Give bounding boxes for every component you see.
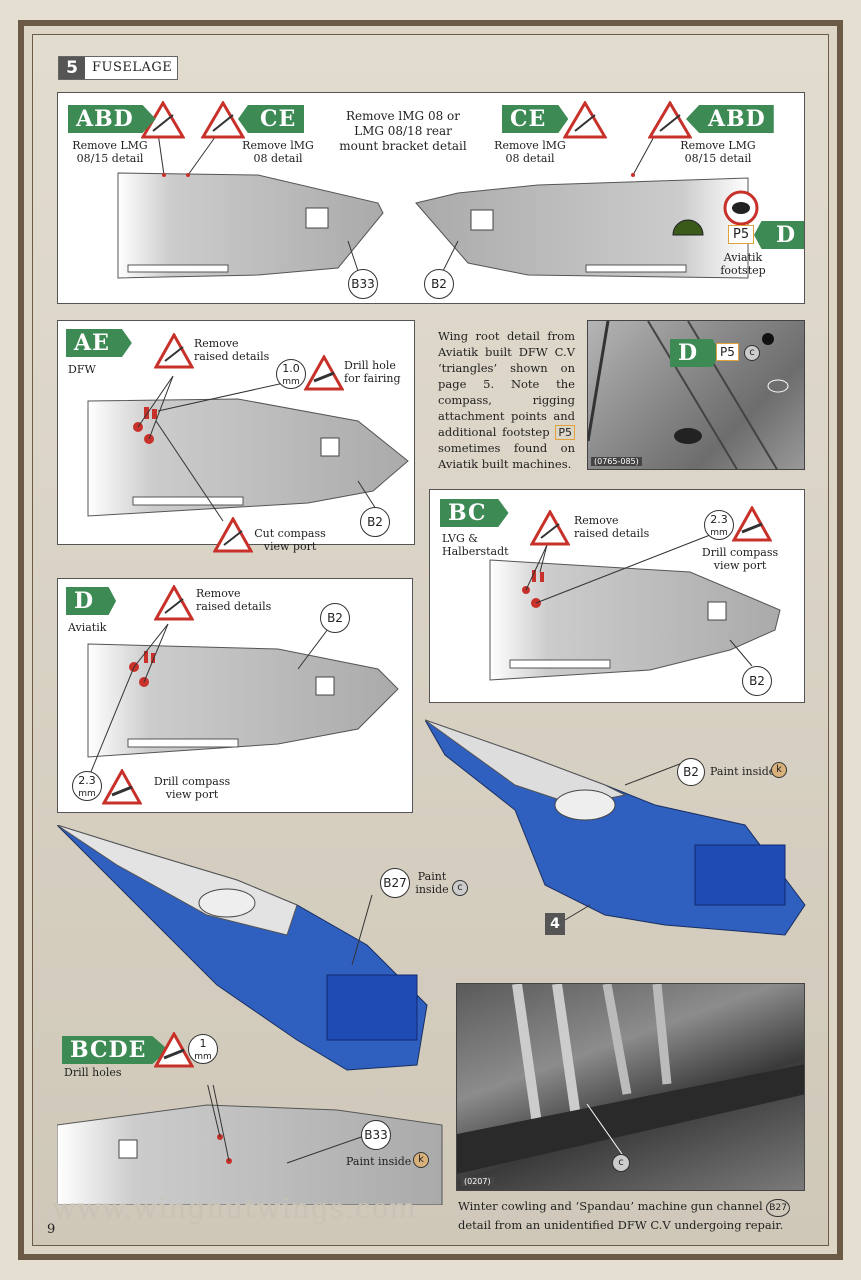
warning-triangle-icon [648, 101, 692, 139]
fuselage-halves-drawing [117, 132, 759, 279]
warning-triangle-icon [154, 333, 194, 369]
version-tag-d: D [66, 587, 117, 615]
aviatik-label: Aviatik [68, 621, 107, 634]
paint-code-c: c [612, 1154, 630, 1172]
version-tag-abd-right: ABD [686, 105, 774, 133]
wing-root-photo: D P5 c (0765-085) [587, 320, 805, 470]
version-tag-abd: ABD [68, 105, 156, 133]
part-b2-callout: B2 [677, 758, 705, 786]
p5-part-label: P5 [555, 425, 575, 440]
remove-lmg-label-right: Remove LMG 08/15 detail [680, 139, 756, 165]
p5-part-label: P5 [716, 343, 739, 361]
remove-details-label: Remove raised details [574, 514, 650, 540]
panel-bc-lvg: BC LVG & Halberstadt Remove raised detai… [429, 489, 805, 703]
version-tag-d: D [754, 221, 805, 249]
photo-content [457, 984, 804, 1174]
remove-details-label: Remove raised details [196, 587, 272, 613]
part-b33-callout: B33 [348, 269, 378, 299]
fuselage-b33-drawing [57, 1085, 443, 1205]
paint-code-k: k [771, 762, 787, 778]
panel-fuselage-halves: ABD Remove LMG 08/15 detail CE Remove lM… [57, 92, 805, 304]
part-b27-callout: B27 [380, 868, 410, 898]
website-url[interactable]: www.wingnutwings.com [52, 1192, 417, 1225]
drill-holes-label: Drill holes [64, 1066, 122, 1079]
drill-triangle-icon [732, 506, 772, 542]
fuselage-bc-drawing [489, 534, 781, 681]
paint-code-c: c [452, 880, 468, 896]
drill-hole-label: Drill hole for fairing [344, 359, 401, 385]
version-tag-ae: AE [66, 329, 132, 357]
photo-code: (0765-085) [591, 457, 642, 466]
fuselage-d-drawing [87, 623, 399, 780]
version-tag-d: D [670, 339, 721, 367]
remove-lmg08-label: Remove lMG 08 detail [242, 139, 314, 165]
version-tag-ce: CE [238, 105, 305, 133]
paint-code-k: k [413, 1152, 429, 1168]
paint-code-c: c [744, 345, 760, 361]
warning-triangle-icon [201, 101, 245, 139]
part-b2-callout: B2 [742, 666, 772, 696]
page-number: 9 [47, 1222, 56, 1237]
p5-part-label: P5 [728, 225, 755, 244]
part-b2-callout: B2 [360, 507, 390, 537]
lvg-label: LVG & Halberstadt [442, 532, 509, 558]
cut-compass-label: Cut compass view port [254, 527, 326, 553]
step-header: 5 FUSELAGE [58, 56, 178, 80]
step-number: 5 [59, 57, 85, 79]
version-tag-ce-right: CE [502, 105, 569, 133]
version-tag-bc: BC [440, 499, 509, 527]
footstep-label: Aviatik footstep [720, 251, 766, 277]
wing-root-note: Wing root detail from Aviatik built DFW … [438, 329, 575, 471]
paint-inside-label: Paint inside [710, 765, 776, 778]
remove-details-label: Remove raised details [194, 337, 270, 363]
drill-triangle-icon [304, 355, 344, 391]
part-b2-callout: B2 [424, 269, 454, 299]
dfw-label: DFW [68, 363, 96, 376]
cowling-photo: c (0207) [456, 983, 805, 1191]
warning-triangle-icon [154, 585, 194, 621]
remove-lmg-label: Remove LMG 08/15 detail [72, 139, 148, 165]
drill-compass-label: Drill compass view port [153, 775, 231, 801]
drill-compass-label: Drill compass view port [701, 546, 779, 572]
warning-triangle-icon [530, 510, 570, 546]
version-tag-bcde: BCDE [62, 1036, 169, 1064]
drill-triangle-icon [102, 769, 142, 805]
warning-triangle-icon [563, 101, 607, 139]
part-b27-callout: B27 [766, 1199, 790, 1217]
step-title: FUSELAGE [92, 60, 173, 75]
remove-lmg08-label-right: Remove lMG 08 detail [494, 139, 566, 165]
part-b2-callout: B2 [320, 603, 350, 633]
drill-triangle-icon [154, 1032, 194, 1068]
photo-code: (0207) [461, 1177, 494, 1186]
fuselage-ae-drawing [87, 375, 409, 522]
rear-mount-label: Remove lMG 08 or LMG 08/18 rear mount br… [339, 109, 467, 153]
step-4-reference: 4 [545, 913, 565, 935]
paint-inside-label: Paint inside [415, 870, 449, 896]
warning-triangle-icon [213, 517, 253, 553]
fuselage-assembly-b2-drawing [425, 719, 806, 936]
fuselage-assembly-b27-drawing [57, 825, 428, 1071]
paint-inside-label: Paint inside [346, 1155, 412, 1168]
cowling-caption: Winter cowling and ‘Spandau’ machine gun… [458, 1198, 806, 1233]
part-b33-callout: B33 [361, 1120, 391, 1150]
